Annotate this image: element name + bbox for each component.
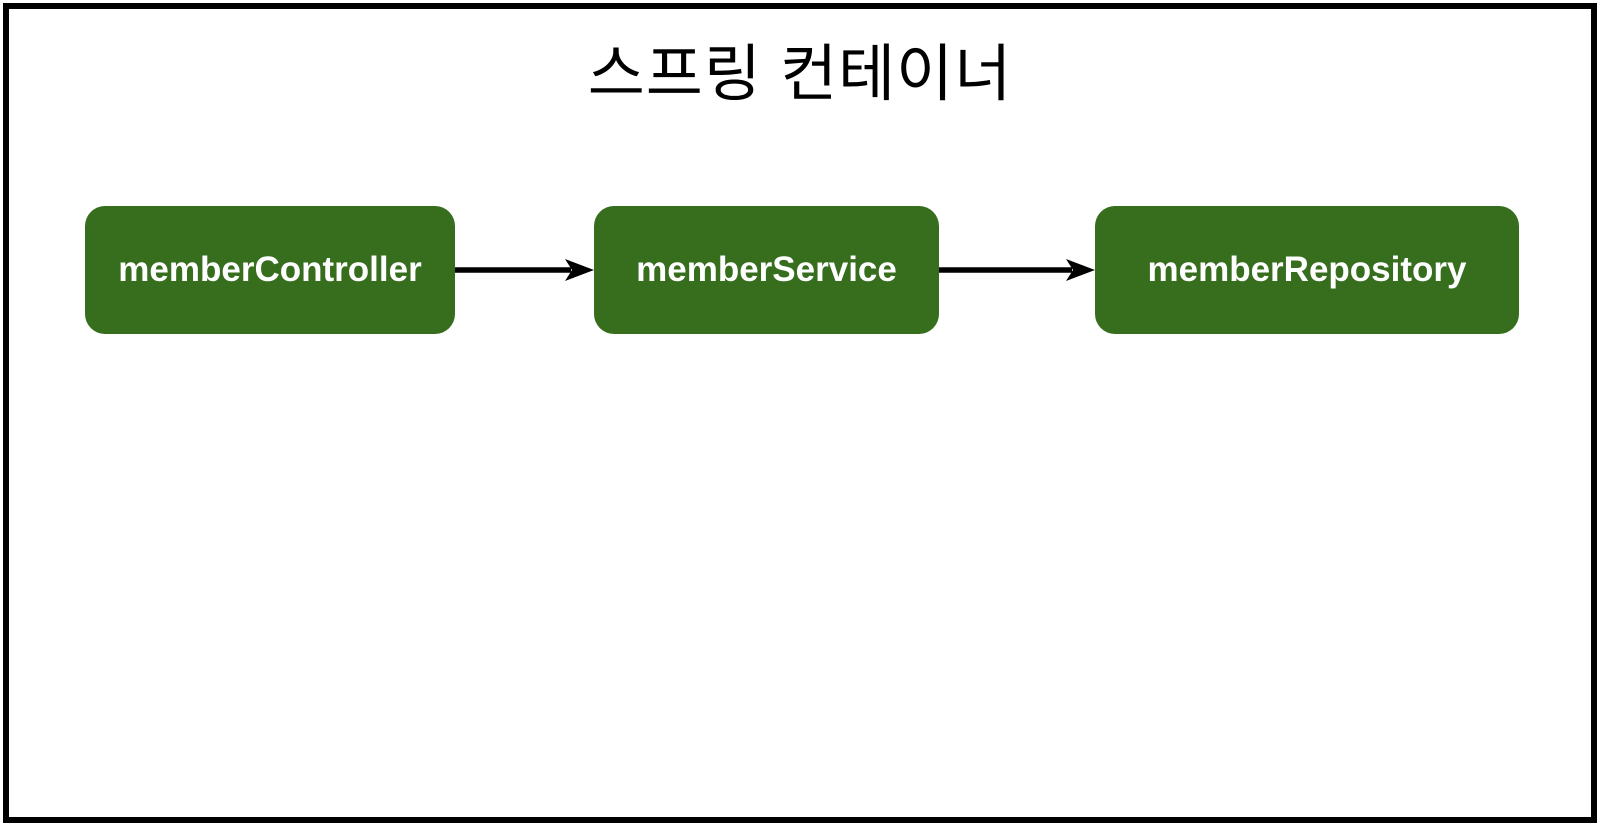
diagram-title: 스프링 컨테이너	[587, 40, 1013, 109]
node-member-controller: memberController	[85, 206, 455, 334]
node-member-repository-label: memberRepository	[1147, 250, 1467, 289]
node-member-controller-label: memberController	[118, 250, 422, 289]
arrow-right-icon	[455, 259, 594, 281]
slide-canvas: 스프링 컨테이너 memberController memberService …	[3, 3, 1597, 823]
arrow-right-icon	[939, 259, 1095, 281]
node-member-service: memberService	[594, 206, 939, 334]
node-member-repository: memberRepository	[1095, 206, 1519, 334]
node-member-service-label: memberService	[636, 250, 897, 289]
